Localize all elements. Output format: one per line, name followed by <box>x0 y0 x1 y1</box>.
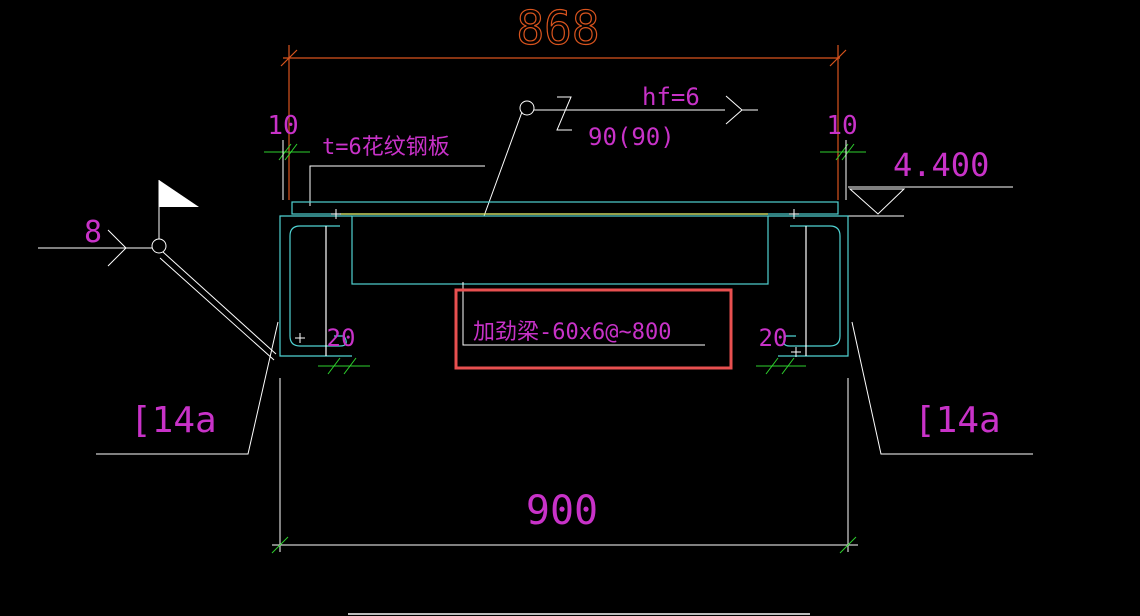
left-channel-outer <box>279 215 352 357</box>
right-channel-outer <box>768 215 849 357</box>
bottom-dimension <box>271 378 858 554</box>
bottom-tick-left <box>271 536 289 554</box>
offset-left-tick-a <box>278 143 292 161</box>
bottom-tick-right <box>839 536 857 554</box>
channel-right-leader <box>851 321 1033 455</box>
side-weld-symbol <box>38 180 277 361</box>
weld-z-mark <box>556 96 572 131</box>
offset-left-value: 10 <box>267 111 298 141</box>
offset-right-value: 10 <box>826 111 857 141</box>
side-weld-leader-a <box>162 251 277 355</box>
lip-left-tick-b <box>343 357 357 375</box>
stiffener-beam <box>351 215 769 285</box>
offset-right-tick-b <box>841 143 855 161</box>
channel-left-label: [14a <box>130 400 217 441</box>
lip-right-value: 20 <box>759 324 788 352</box>
stiffener-label: 加劲梁-60x6@~800 <box>473 320 671 345</box>
top-dimension-value: 868 <box>516 1 599 55</box>
plate-label: t=6花纹钢板 <box>322 135 450 160</box>
plate-leader-line <box>309 165 485 206</box>
channel-right-label: [14a <box>914 400 1001 441</box>
lip-left-value: 20 <box>327 324 356 352</box>
top-tick-right <box>829 49 847 67</box>
offset-left-tick-b <box>284 143 298 161</box>
side-weld-arrow-icon <box>107 229 127 267</box>
top-weld-leader <box>483 111 523 217</box>
field-weld-flag-icon <box>159 180 199 207</box>
channel-right-leader-line <box>851 321 1033 455</box>
weld-size-label: hf=6 <box>642 83 700 111</box>
channel-left-leader <box>96 321 279 455</box>
lip-dimension-left <box>318 357 370 375</box>
left-channel-inner <box>289 225 347 347</box>
channel-left-leader-line <box>96 321 279 455</box>
right-channel-inner <box>783 225 841 347</box>
weld-spec-label: 90(90) <box>588 123 675 151</box>
steel-section <box>279 201 849 357</box>
lip-right-tick-b <box>781 357 795 375</box>
elevation-marker <box>848 186 1013 217</box>
elevation-value: 4.400 <box>893 146 989 184</box>
stiffener-leader <box>462 282 705 346</box>
bolt-marks <box>295 209 801 357</box>
bottom-dimension-value: 900 <box>526 488 598 534</box>
field-weld-circle <box>519 100 535 116</box>
lip-dimension-right <box>756 357 806 375</box>
lip-right-tick-a <box>765 357 779 375</box>
side-weld-size: 8 <box>84 215 102 250</box>
top-tick-left <box>280 49 298 67</box>
lip-left-tick-a <box>327 357 341 375</box>
offset-dimension-left <box>264 140 310 200</box>
plate-label-leader <box>309 165 485 206</box>
top-dimension <box>280 45 847 200</box>
offset-dimension-right <box>820 140 866 200</box>
highlight-box <box>454 288 733 370</box>
side-weld-leader-b <box>159 257 275 361</box>
elevation-triangle-icon <box>848 188 906 215</box>
top-weld-symbol <box>483 95 758 217</box>
stiffener-leader-line <box>462 282 705 346</box>
